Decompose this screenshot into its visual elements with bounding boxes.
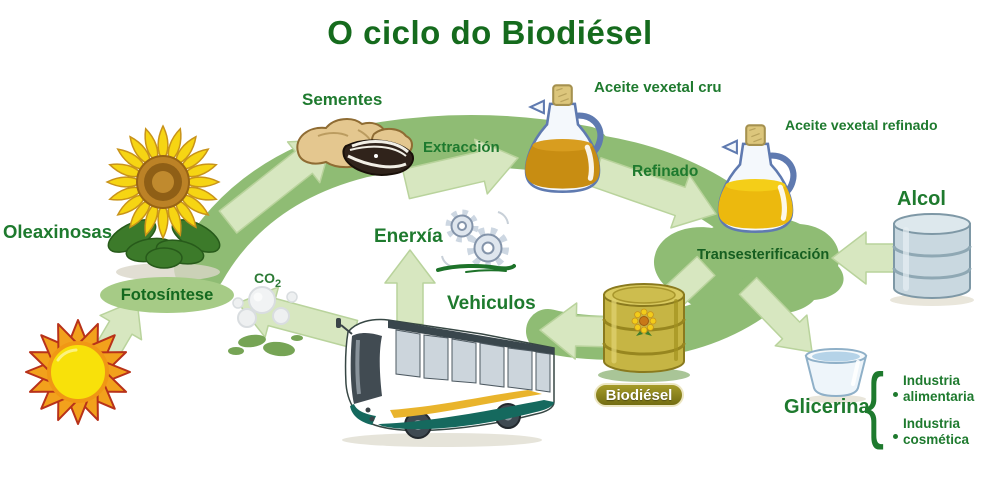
biodiesel-barrel-icon [596, 280, 692, 389]
label-transesterificacion: Transesterificación [697, 247, 830, 263]
barrel-sunflower-decal [631, 308, 657, 336]
label-fotosintese: Fotosíntese [100, 277, 234, 313]
label-aceite-vexetal-cru: Aceite vexetal cru [594, 79, 722, 96]
label-alcol: Alcol [897, 188, 946, 210]
oil-cruet-crude-icon [515, 80, 610, 203]
label-aceite-vexetal-refinado: Aceite vexetal refinado [785, 117, 938, 133]
glycerin-bowl-icon [800, 346, 872, 409]
label-sementes: Sementes [302, 90, 383, 109]
gears-icon [436, 206, 516, 281]
sunflower-icon [88, 112, 238, 295]
label-refinado: Refinado [632, 163, 699, 180]
label-vehiculos: Vehiculos [447, 293, 536, 314]
biodiesel-badge: Biodiésel [594, 383, 684, 407]
oil-cruet-refined-icon [708, 120, 803, 243]
bullet-cosmetica [893, 434, 898, 439]
bullet-alimentaria [893, 392, 898, 397]
co2-bubbles [232, 286, 298, 328]
seeds-icon [288, 108, 428, 193]
label-industria-alimentaria: Industria alimentaria [903, 373, 975, 404]
label-co2: CO2 [254, 270, 282, 290]
transesterification-blob [653, 216, 844, 314]
label-glicerina: Glicerina [784, 396, 870, 418]
sun-icon [18, 308, 138, 437]
label-enerxia: Enerxía [374, 226, 443, 247]
co2-green-blobs [228, 334, 303, 357]
page-title: O ciclo do Biodiésel [327, 14, 653, 51]
bus-icon [332, 298, 564, 455]
energy-swoosh-icon [436, 263, 516, 273]
glicerina-brace: { [864, 356, 885, 450]
label-industria-cosmetica: Industria cosmética [903, 416, 970, 447]
label-oleaxinosas: Oleaxinosas [3, 221, 113, 242]
label-extraccion: Extracción [423, 139, 500, 156]
alcohol-drum-icon [886, 210, 978, 313]
